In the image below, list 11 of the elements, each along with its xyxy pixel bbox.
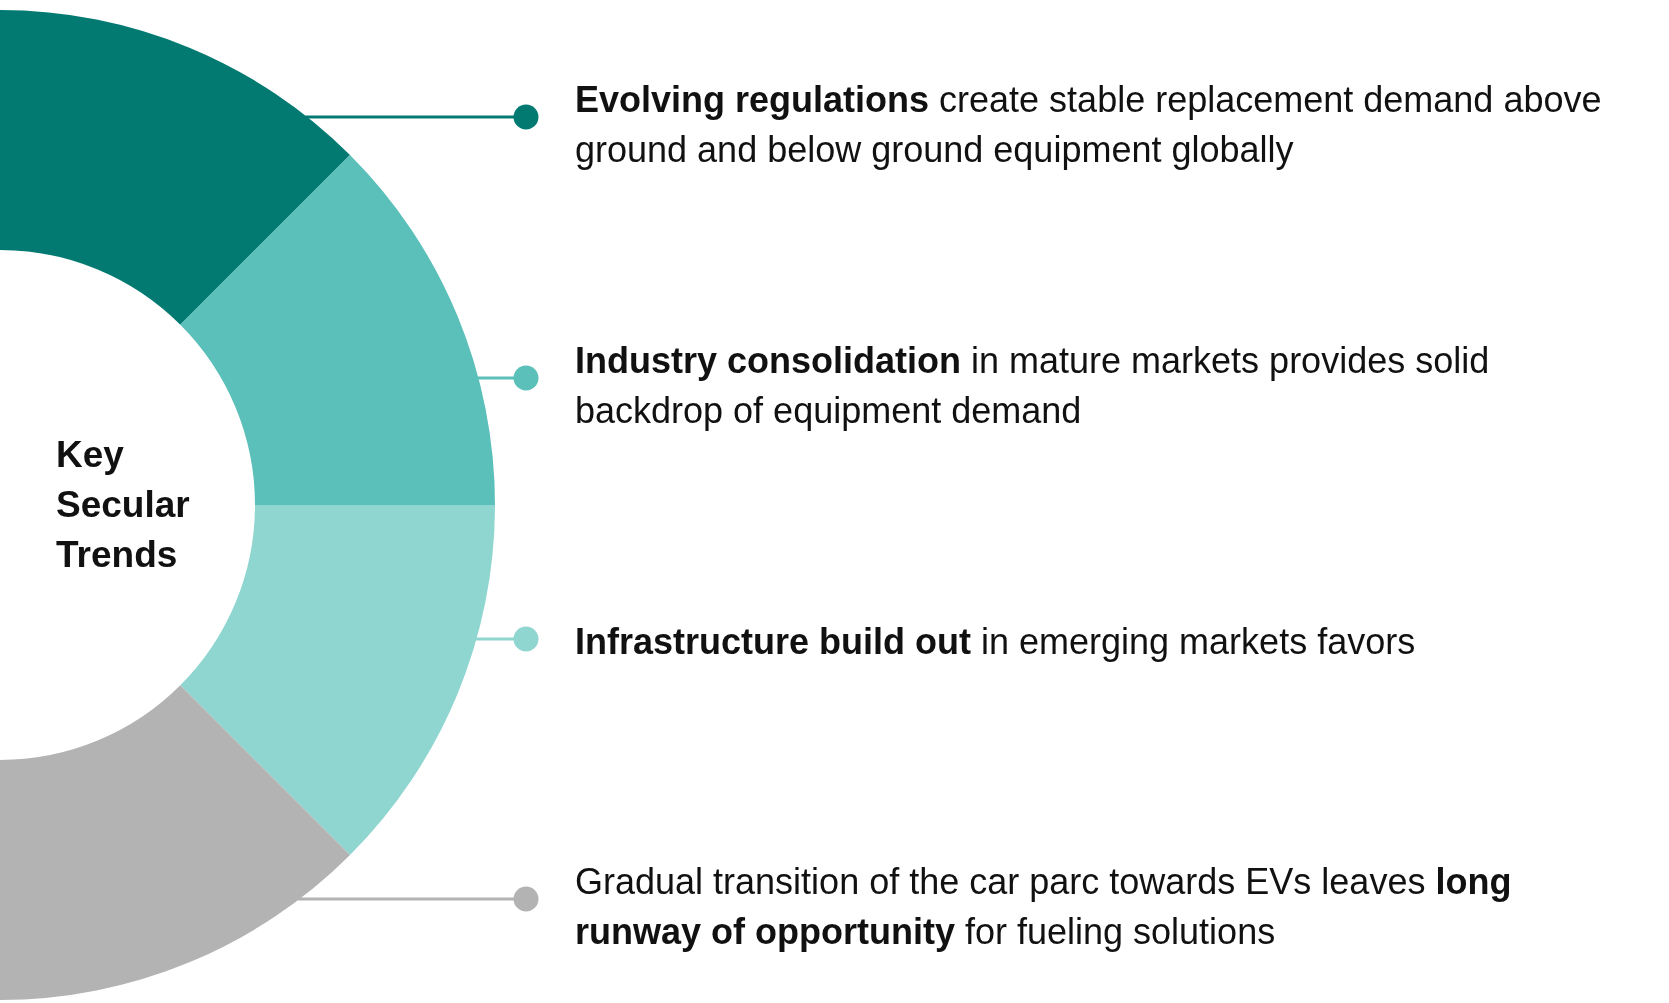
- leader-line: [474, 626, 539, 652]
- leader-line: [297, 886, 539, 912]
- trend-text: Infrastructure build out in emerging markets favors: [575, 620, 1417, 664]
- leader-line: [305, 104, 539, 130]
- leader-line: [476, 365, 539, 391]
- trend-text: Gradual transition of the car parc towards EVs leaves long runway of opportunity for fueling solutions: [575, 860, 1513, 954]
- trend-text: Evolving regulations create stable replacement demand above ground and below ground equipment globally: [575, 78, 1603, 172]
- donut-segment: [0, 10, 350, 325]
- trend-text: Industry consolidation in mature markets provides solid backdrop of equipment demand: [575, 339, 1491, 433]
- center-title: Key Secular Trends: [56, 434, 190, 575]
- donut-segment: [0, 685, 350, 1000]
